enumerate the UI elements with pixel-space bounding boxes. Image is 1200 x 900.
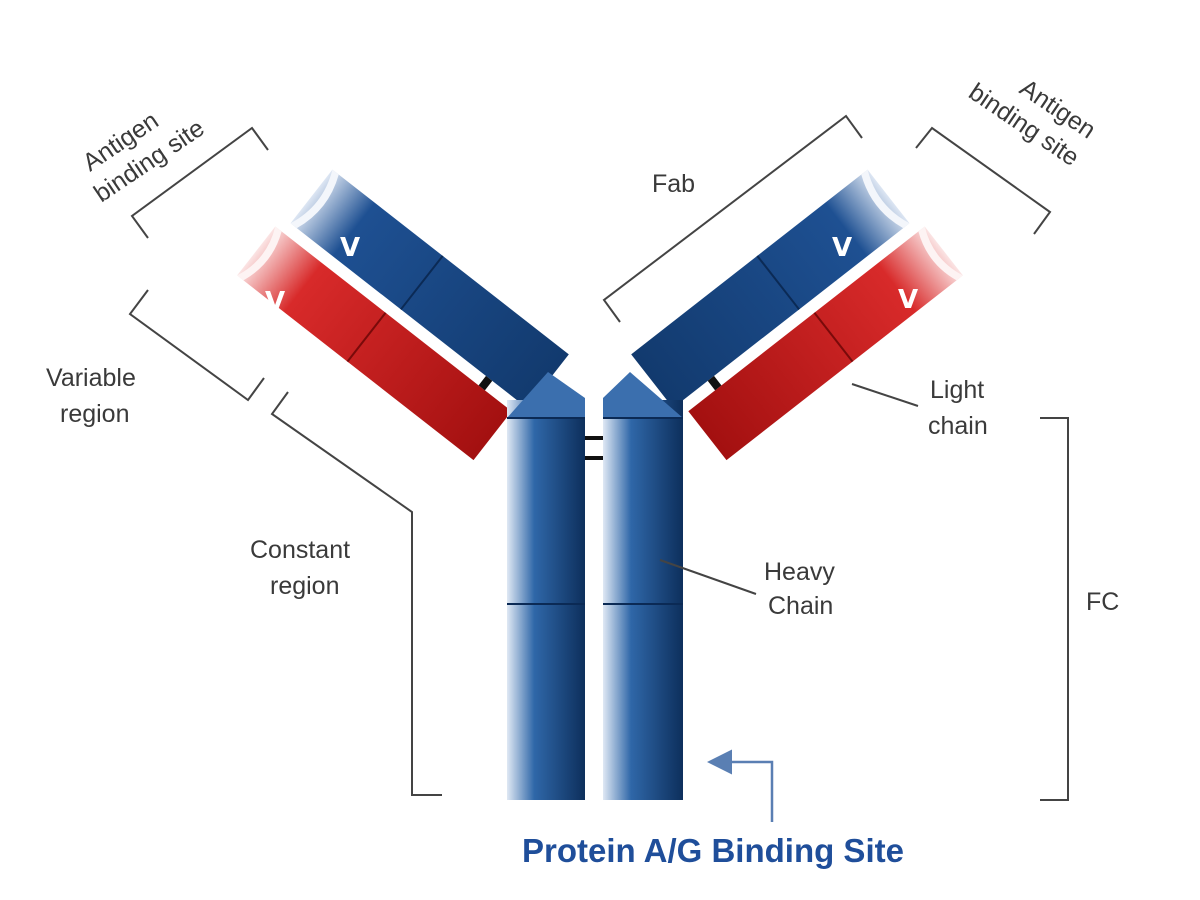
fab-label: Fab <box>652 170 695 198</box>
fc-bracket <box>1040 417 1069 801</box>
heavy-chain-pointer <box>659 559 757 595</box>
hinge-disulfide-bonds <box>585 436 603 460</box>
left-light-chain <box>237 226 512 461</box>
constant-region-label-line1: Constant <box>250 536 350 564</box>
light-chain-label-line2: chain <box>928 412 988 440</box>
v-label-right-light: V <box>898 285 918 315</box>
heavy-chain-label-line1: Heavy <box>764 558 835 586</box>
v-label-right-heavy: V <box>832 233 852 263</box>
antigen-binding-site-left-label: Antigen binding site <box>78 106 210 208</box>
left-hinge-cap <box>507 372 585 418</box>
light-chain-label-line1: Light <box>930 376 984 404</box>
variable-region-label-line1: Variable <box>46 364 136 392</box>
right-hinge-cap <box>603 372 683 418</box>
right-light-chain <box>688 226 963 461</box>
variable-region-bracket <box>128 289 265 402</box>
right-heavy-arm <box>631 169 910 408</box>
variable-region-label-line2: region <box>60 400 130 428</box>
right-fab-arm <box>631 169 963 461</box>
left-fab-arm <box>237 169 569 461</box>
constant-region-bracket <box>270 391 442 796</box>
left-heavy-arm <box>290 169 569 408</box>
antigen-left-bracket <box>130 126 269 239</box>
v-label-left-heavy: V <box>340 233 360 263</box>
light-chain-pointer <box>851 383 919 407</box>
left-disulfide-bond <box>478 375 493 391</box>
protein-binding-arrow <box>707 749 774 822</box>
v-label-left-light: V <box>265 287 285 317</box>
heavy-chain-label-line2: Chain <box>768 592 833 620</box>
right-heavy-stem <box>603 400 683 800</box>
antigen-right-bracket <box>915 126 1052 235</box>
fab-bracket <box>602 114 863 323</box>
fc-stems <box>507 372 683 800</box>
antigen-binding-site-right-label: Antigen binding site <box>964 74 1101 172</box>
fc-label: FC <box>1086 588 1119 616</box>
left-heavy-stem <box>507 400 585 800</box>
constant-region-label-line2: region <box>270 572 340 600</box>
protein-binding-site-caption: Protein A/G Binding Site <box>522 832 904 869</box>
right-disulfide-bond <box>707 375 722 391</box>
